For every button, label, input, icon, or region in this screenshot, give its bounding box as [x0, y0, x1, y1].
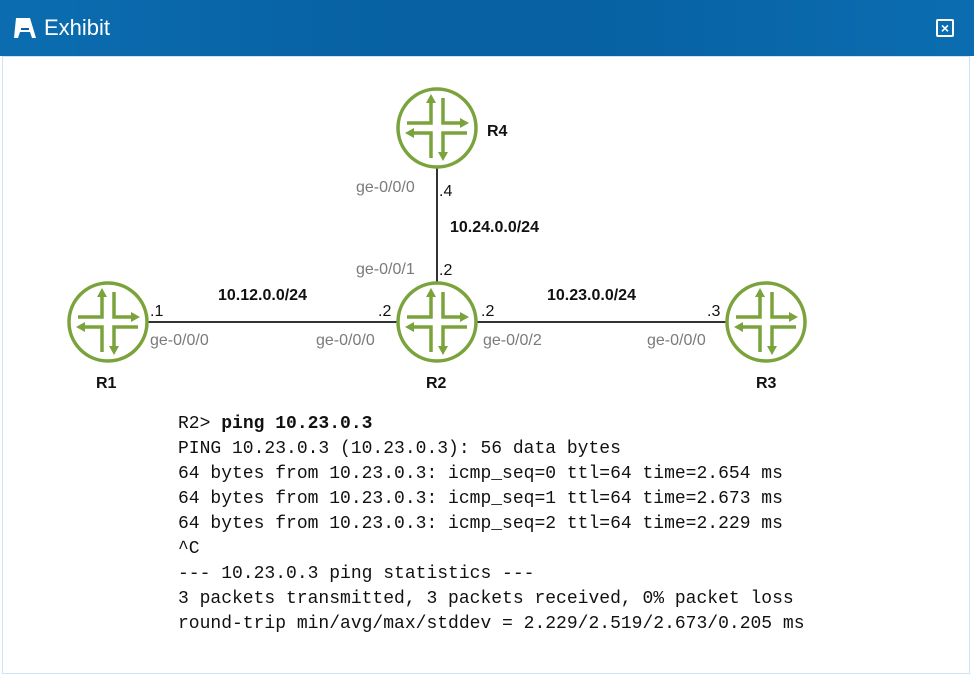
output-line: 3 packets transmitted, 3 packets receive… — [178, 589, 794, 609]
command: ping 10.23.0.3 — [221, 414, 373, 434]
output-line: round-trip min/avg/max/stddev = 2.229/2.… — [178, 614, 805, 634]
router-label-r2: R2 — [426, 375, 447, 392]
network-label: 10.24.0.0/24 — [450, 219, 539, 236]
interface-label: ge-0/0/2 — [483, 332, 542, 349]
command-line: R2> ping 10.23.0.3 — [178, 412, 805, 437]
ip-label: .4 — [439, 183, 452, 200]
ip-label: .1 — [150, 303, 163, 320]
network-label: 10.23.0.0/24 — [547, 287, 636, 304]
interface-label: ge-0/0/0 — [150, 332, 209, 349]
ip-label: .2 — [439, 262, 452, 279]
router-label-r3: R3 — [756, 375, 777, 392]
exhibit-icon — [14, 18, 36, 38]
interface-label: ge-0/0/1 — [356, 261, 415, 278]
interface-label: ge-0/0/0 — [316, 332, 375, 349]
output-line: PING 10.23.0.3 (10.23.0.3): 56 data byte… — [178, 439, 621, 459]
router-icon-r3 — [725, 281, 807, 363]
output-line: ^C — [178, 539, 200, 559]
output-line: 64 bytes from 10.23.0.3: icmp_seq=1 ttl=… — [178, 489, 783, 509]
interface-label: ge-0/0/0 — [356, 179, 415, 196]
router-icon-r2 — [396, 281, 478, 363]
ip-label: .2 — [378, 303, 391, 320]
ip-label: .3 — [707, 303, 720, 320]
router-label-r4: R4 — [487, 123, 508, 140]
window-title: Exhibit — [44, 15, 111, 40]
network-label: 10.12.0.0/24 — [218, 287, 307, 304]
router-icon-r1 — [67, 281, 149, 363]
interface-label: ge-0/0/0 — [647, 332, 706, 349]
prompt: R2> — [178, 414, 222, 434]
output-line: --- 10.23.0.3 ping statistics --- — [178, 564, 535, 584]
ip-label: .2 — [481, 303, 494, 320]
router-label-r1: R1 — [96, 375, 117, 392]
output-line: 64 bytes from 10.23.0.3: icmp_seq=2 ttl=… — [178, 514, 783, 534]
title-bar: Exhibit × — [0, 0, 974, 56]
close-icon[interactable]: × — [936, 19, 954, 37]
output-line: 64 bytes from 10.23.0.3: icmp_seq=0 ttl=… — [178, 464, 783, 484]
router-icon-r4 — [396, 87, 478, 169]
